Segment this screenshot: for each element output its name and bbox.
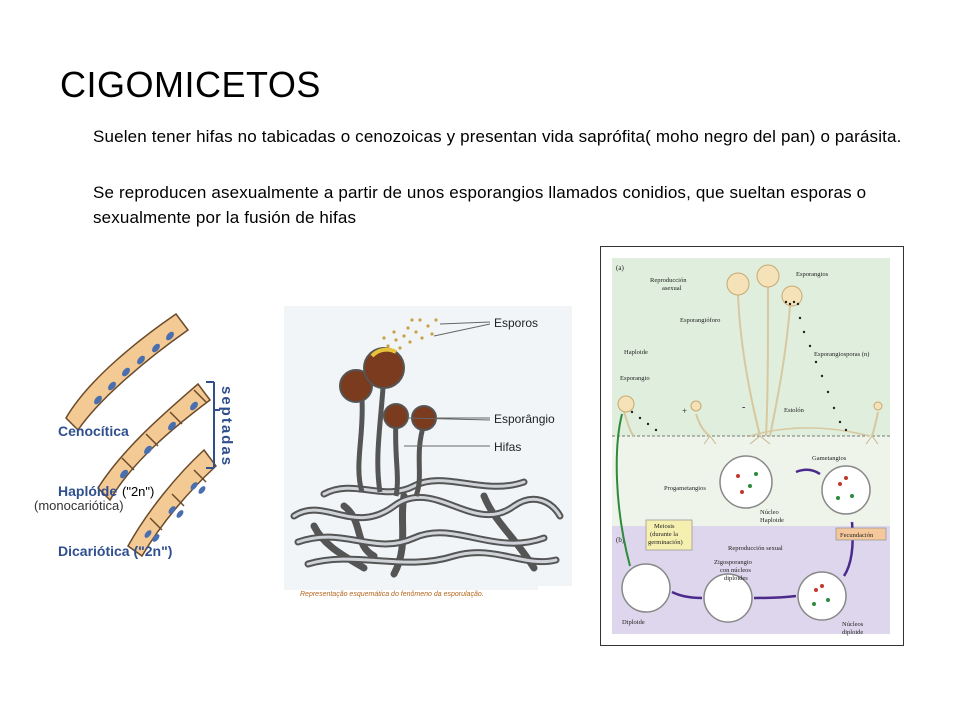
label-progametangios: Progametangios — [664, 485, 706, 492]
label-esporangios: Esporangios — [796, 271, 829, 278]
label-nucleos-1: Núcleos — [842, 621, 864, 628]
detail-circles — [621, 455, 871, 623]
paragraph-description: Suelen tener hifas no tabicadas o cenozo… — [93, 127, 902, 146]
label-meiosis-1: Meiosis — [654, 523, 675, 530]
hypha-cenocitica — [65, 312, 190, 432]
label-fecundacion: Fecundación — [840, 532, 874, 539]
label-meiosis-3: germinación) — [648, 539, 683, 546]
label-meiosis-2: (durante la — [650, 531, 678, 538]
monocariotica-label: (monocariótica) — [34, 498, 124, 513]
septadas-bracket — [206, 381, 220, 469]
paragraph-reproduction: Se reproducen asexualmente a partir de u… — [93, 183, 867, 227]
slide-title: CIGOMICETOS — [60, 64, 321, 105]
label-nucleo-2: Haploide — [760, 517, 784, 524]
label-zigo-1: Zigosporangio — [714, 559, 752, 566]
label-plus: + — [682, 406, 687, 416]
label-repro-asexual-2: asexual — [662, 285, 682, 292]
septadas-label: septadas — [218, 386, 235, 467]
hifas-label: Hifas — [494, 440, 521, 454]
label-esporangio: Esporangio — [620, 375, 650, 382]
esporangio-label: Esporângio — [494, 412, 555, 426]
hypha-haploide — [97, 382, 212, 502]
label-zigo-3: diploides — [724, 575, 748, 582]
meiosis-box — [645, 519, 693, 551]
fecundacion-box — [835, 527, 887, 541]
sporulation-figure: Esporos Esporângio Hifas Representação e… — [284, 306, 572, 602]
label-nucleos-2: diploide — [842, 629, 863, 636]
label-zigo-2: con núcleos — [720, 567, 751, 574]
panel-b-label: (b) — [616, 536, 625, 544]
label-estolon: Estolón — [784, 407, 805, 414]
sporangia-circles — [617, 264, 883, 413]
nuclei-dots — [736, 472, 854, 606]
hyphae-mat-inner — [292, 479, 562, 566]
sporulation-caption: Representação esquemática do fenômeno da… — [300, 591, 484, 598]
hypha-dicariotica — [127, 448, 218, 558]
hyphae-types-figure: septadas Cenocítica Haplóide ("2n") (mon… — [34, 312, 235, 559]
label-haploide: Haploide — [624, 349, 648, 356]
cenocitica-label: Cenocítica — [58, 423, 129, 439]
haploide-label: Haplóide — [58, 483, 117, 499]
esporos-label: Esporos — [494, 316, 538, 330]
label-esporangioforo: Esporangióforo — [680, 317, 720, 324]
label-diploide: Diploide — [622, 619, 645, 626]
haploide-2n-label: ("2n") — [122, 484, 154, 499]
spores-dots — [630, 300, 848, 432]
spores — [382, 318, 438, 350]
label-repro-sexual: Reproducción sexual — [728, 545, 783, 552]
sporangia — [339, 347, 437, 431]
label-esporangiosporas: Esporangiosporas (n) — [814, 351, 869, 358]
lifecycle-figure: (a) (b) — [600, 246, 904, 646]
panel-a-label: (a) — [616, 264, 624, 272]
label-gametangios: Gametangios — [812, 455, 847, 462]
dicariotica-label: Dicariótica ("2n") — [58, 543, 172, 559]
sporangiophores — [623, 285, 879, 437]
root-strokes — [703, 435, 879, 445]
label-repro-asexual-1: Reproducción — [650, 277, 687, 284]
meiosis-arrow — [615, 413, 631, 567]
label-minus: - — [742, 402, 745, 413]
pointer-lines — [404, 321, 491, 447]
label-nucleo-1: Núcleo — [760, 509, 779, 516]
